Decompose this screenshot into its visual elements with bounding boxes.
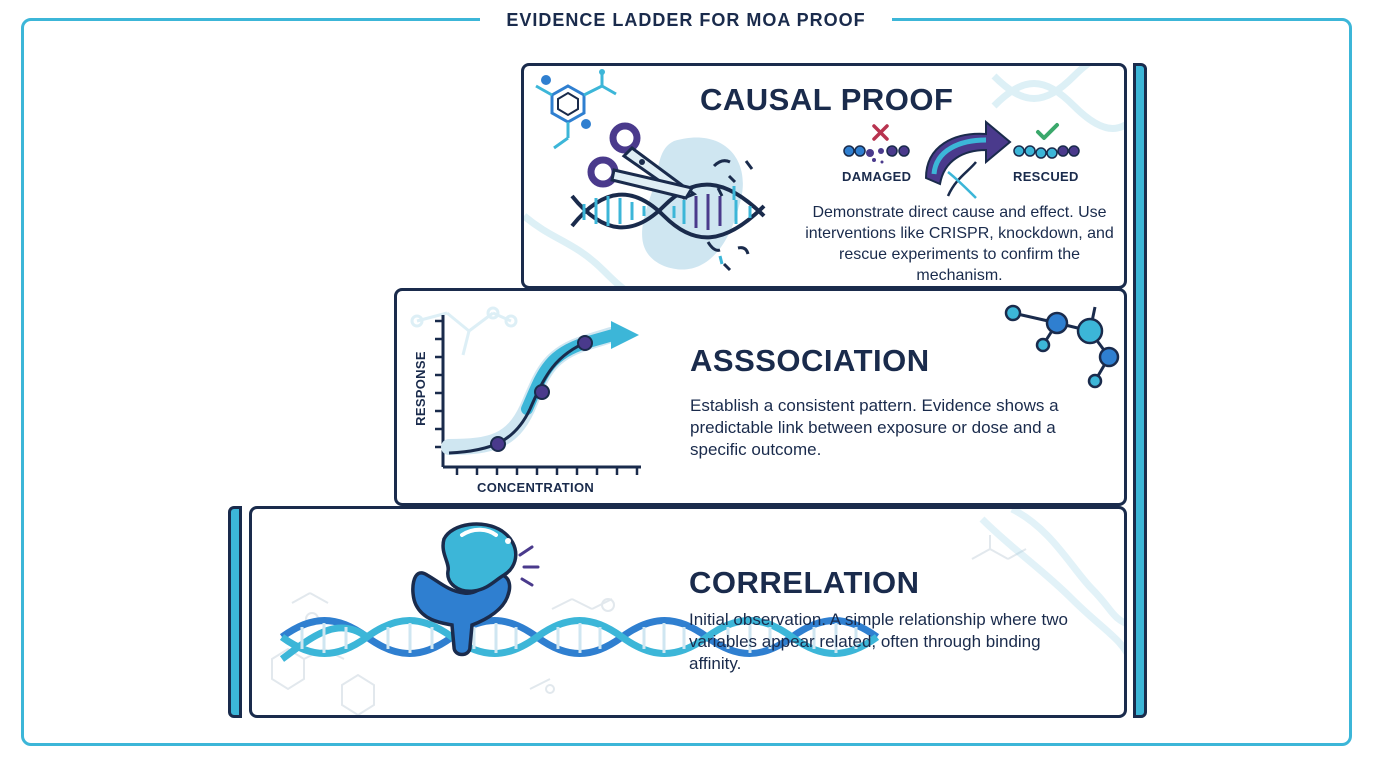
background-dna-icon: [524, 66, 1124, 286]
dose-response-curve-icon: [435, 315, 641, 475]
causal-accent-bar: [1133, 63, 1147, 718]
dna-helix-icon: [279, 617, 880, 662]
check-icon: [1036, 123, 1059, 140]
scissors-icon: [587, 122, 698, 200]
binding-protein-icon: [411, 522, 540, 657]
correlation-description: Initial observation. A simple relationsh…: [689, 610, 1068, 673]
damaged-label: DAMAGED: [842, 169, 912, 184]
correlation-illustration: [271, 509, 1124, 715]
rescued-strand-icon: [1013, 145, 1080, 159]
background-molecule-icon: [410, 306, 518, 356]
molecule-icon: [535, 69, 617, 150]
association-description: Establish a consistent pattern. Evidence…: [690, 396, 1059, 459]
causal-proof-description: Demonstrate direct cause and effect. Use…: [805, 204, 1114, 284]
molecule-icon: [1004, 304, 1120, 389]
correlation-card: CORRELATION Initial observation. A simpl…: [249, 506, 1127, 718]
association-illustration: [410, 304, 1120, 475]
header: EVIDENCE LADDER FOR MOA PROOF: [480, 6, 892, 34]
y-axis-label: RESPONSE: [412, 351, 428, 426]
correlation-title: CORRELATION: [689, 565, 920, 600]
arrow-icon: [924, 119, 1012, 186]
correlation-accent-bar: [228, 506, 242, 718]
small-dna-icon: [946, 161, 977, 199]
background-dna-icon: [979, 509, 1124, 655]
damaged-strand-icon: [843, 145, 910, 164]
cross-icon: [872, 124, 889, 141]
causal-proof-card: CAUSAL PROOF DAMAGED RESCUED Demonstrate…: [521, 63, 1127, 289]
dna-helix-icon: [570, 182, 766, 240]
causal-proof-title: CAUSAL PROOF: [700, 82, 954, 117]
x-axis-label: CONCENTRATION: [477, 480, 595, 495]
association-title: ASSSOCIATION: [690, 343, 930, 378]
association-card: RESPONSE CONCENTRATION ASSSOCIATION Esta…: [394, 288, 1127, 506]
rescued-label: RESCUED: [1013, 169, 1079, 184]
causal-illustration: [524, 66, 1124, 286]
page-title: EVIDENCE LADDER FOR MOA PROOF: [506, 9, 866, 30]
